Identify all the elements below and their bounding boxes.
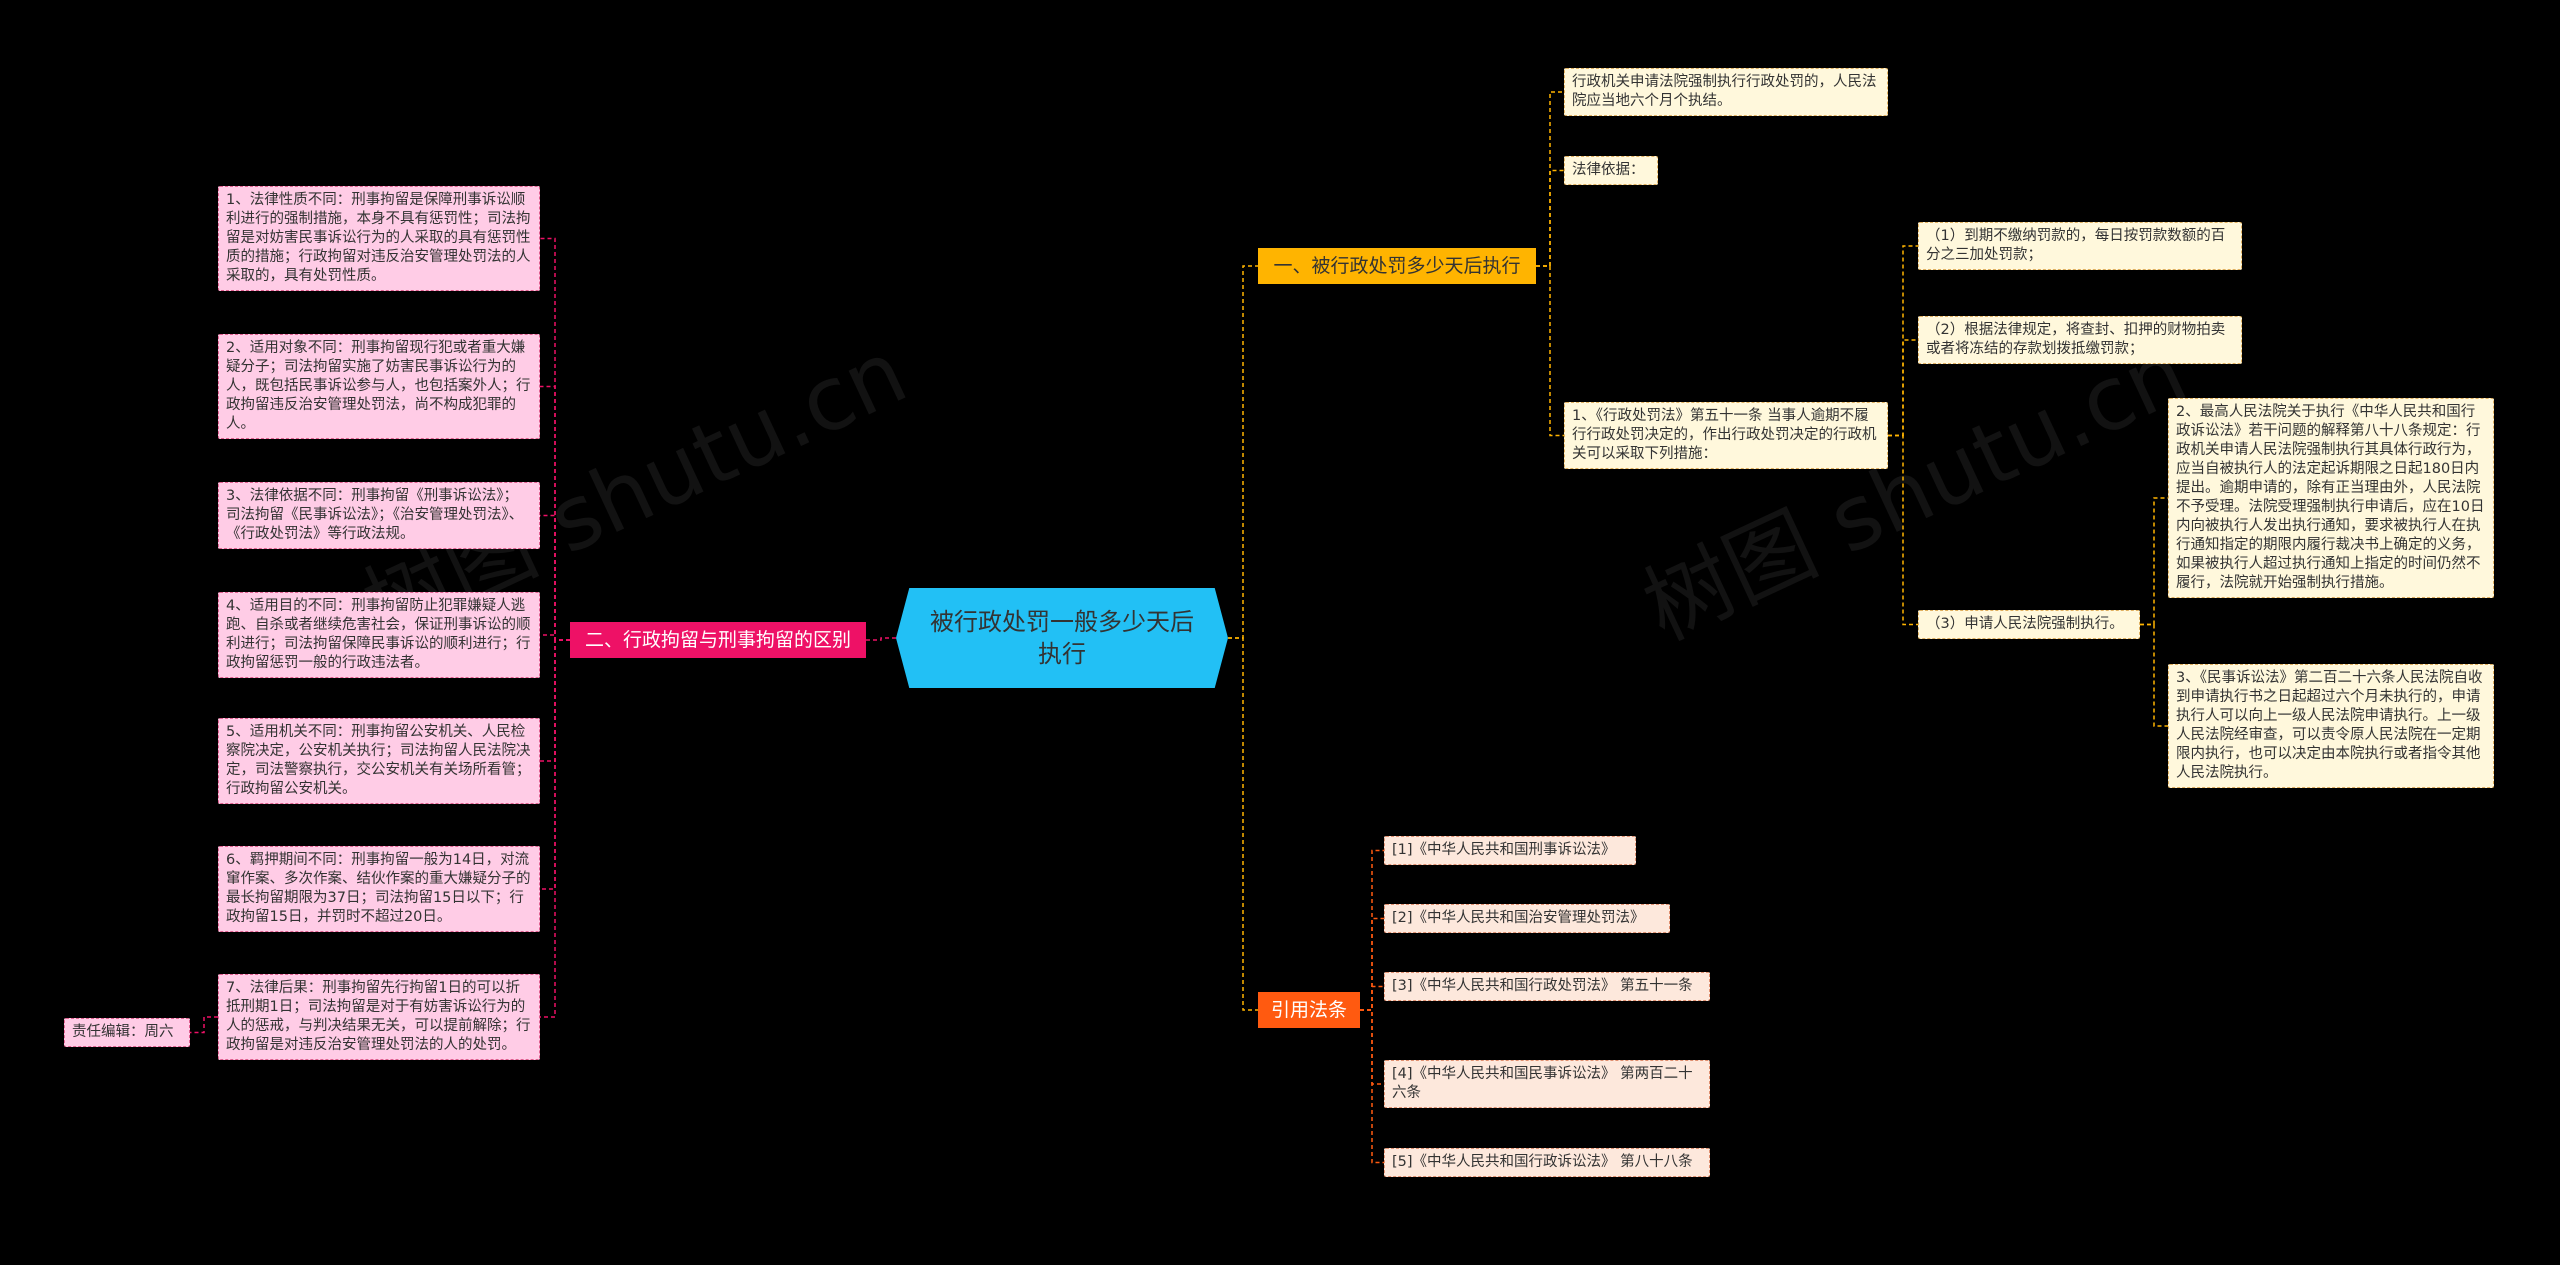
branch-label: 一、被行政处罚多少天后执行 — [1273, 255, 1521, 277]
leaf-law-4[interactable]: [4]《中华人民共和国民事诉讼法》 第两百二十六条 — [1384, 1060, 1710, 1108]
branch-execution-days[interactable]: 一、被行政处罚多少天后执行 — [1258, 248, 1536, 284]
leaf-article-51[interactable]: 1、《行政处罚法》第五十一条 当事人逾期不履行行政处罚决定的，作出行政处罚决定的… — [1564, 402, 1888, 469]
leaf-law-3[interactable]: [3]《中华人民共和国行政处罚法》 第五十一条 — [1384, 972, 1710, 1001]
link-law-1 — [1360, 917, 1384, 1011]
branch-difference-detention[interactable]: 二、行政拘留与刑事拘留的区别 — [570, 622, 866, 658]
branch-label: 引用法条 — [1270, 999, 1347, 1021]
leaf-detail-interpretation-88[interactable]: 2、最高人民法院关于执行《中华人民共和国行政诉讼法》若干问题的解释第八十八条规定… — [2168, 398, 2494, 598]
leaf-law-2[interactable]: [2]《中华人民共和国治安管理处罚法》 — [1384, 904, 1670, 933]
editor-credit: 责任编辑：周六 — [64, 1018, 190, 1047]
leaf-measure-2[interactable]: （2）根据法律规定，将查封、扣押的财物拍卖或者将冻结的存款划拨抵缴罚款； — [1918, 316, 2242, 364]
link-left-leaf-6 — [540, 639, 570, 1018]
leaf-law-1[interactable]: [1]《中华人民共和国刑事诉讼法》 — [1384, 836, 1636, 865]
link-left-leaf-0 — [540, 237, 570, 641]
root-topic-label: 被行政处罚一般多少天后执行 — [930, 608, 1194, 668]
link-root-left-0 — [866, 637, 896, 641]
link-editor-0 — [190, 1016, 218, 1034]
link-left-leaf-2 — [540, 514, 570, 641]
branch-label: 二、行政拘留与刑事拘留的区别 — [584, 629, 851, 651]
branch-cited-laws[interactable]: 引用法条 — [1258, 992, 1360, 1028]
leaf-difference-7[interactable]: 7、法律后果：刑事拘留先行拘留1日的可以折抵刑期1日；司法拘留是对于有妨害诉讼行… — [218, 974, 540, 1060]
leaf-six-months[interactable]: 行政机关申请法院强制执行行政处罚的，人民法院应当地六个月个执结。 — [1564, 68, 1888, 116]
link-root-right-1 — [1228, 637, 1258, 1011]
link-law-4 — [1360, 1009, 1384, 1164]
link-measure-2 — [1888, 434, 1918, 626]
leaf-law-5[interactable]: [5]《中华人民共和国行政诉讼法》 第八十八条 — [1384, 1148, 1710, 1177]
leaf-difference-4[interactable]: 4、适用目的不同：刑事拘留防止犯罪嫌疑人逃跑、自杀或者继续危害社会，保证刑事诉讼… — [218, 592, 540, 678]
leaf-difference-6[interactable]: 6、羁押期间不同：刑事拘留一般为14日，对流窜作案、多次作案、结伙作案的重大嫌疑… — [218, 846, 540, 932]
link-law-2 — [1360, 985, 1384, 1011]
leaf-detail-civil-226[interactable]: 3、《民事诉讼法》第二百二十六条人民法院自收到申请执行书之日起超过六个月未执行的… — [2168, 664, 2494, 788]
link-detail-1 — [2140, 623, 2168, 727]
leaf-difference-5[interactable]: 5、适用机关不同：刑事拘留公安机关、人民检察院决定，公安机关执行；司法拘留人民法… — [218, 718, 540, 804]
leaf-legal-basis[interactable]: 法律依据： — [1564, 156, 1658, 185]
root-topic[interactable]: 被行政处罚一般多少天后执行 — [896, 588, 1228, 688]
link-detail-0 — [2140, 497, 2168, 626]
leaf-measure-3[interactable]: （3）申请人民法院强制执行。 — [1918, 610, 2140, 639]
leaf-measure-1[interactable]: （1）到期不缴纳罚款的，每日按罚款数额的百分之三加处罚款； — [1918, 222, 2242, 270]
link-left-leaf-4 — [540, 639, 570, 762]
link-root-right-0 — [1228, 265, 1258, 639]
leaf-difference-1[interactable]: 1、法律性质不同：刑事拘留是保障刑事诉讼顺利进行的强制措施，本身不具有惩罚性；司… — [218, 186, 540, 291]
link-left-leaf-1 — [540, 385, 570, 641]
link-measure-1 — [1888, 339, 1918, 437]
link-r1-leaf-2 — [1536, 265, 1564, 437]
leaf-difference-2[interactable]: 2、适用对象不同：刑事拘留现行犯或者重大嫌疑分子；司法拘留实施了妨害民事诉讼行为… — [218, 334, 540, 439]
link-r1-leaf-1 — [1536, 169, 1564, 267]
leaf-difference-3[interactable]: 3、法律依据不同：刑事拘留《刑事诉讼法》；司法拘留《民事诉讼法》；《治安管理处罚… — [218, 482, 540, 549]
